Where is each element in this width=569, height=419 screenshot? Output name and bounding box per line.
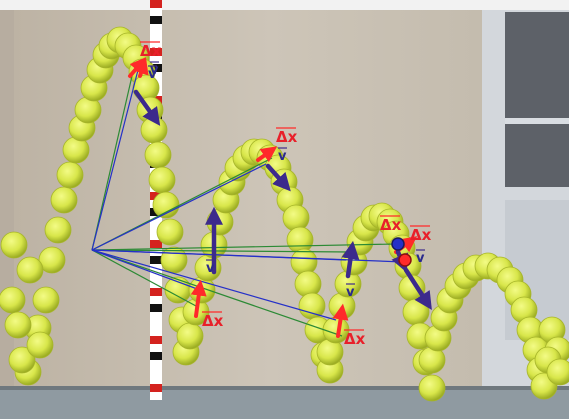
- top-strip: [0, 0, 569, 10]
- ruler-tick: [150, 288, 162, 296]
- marker-ball-blue: [391, 237, 405, 251]
- tennis-ball: [418, 374, 446, 402]
- motion-arrows: [128, 57, 432, 338]
- door-window: [505, 12, 569, 187]
- ruler-tick: [150, 64, 162, 72]
- blue-position-ray: [91, 249, 347, 261]
- ruler-tick: [150, 352, 162, 360]
- tennis-ball: [286, 226, 314, 254]
- velocity-label: v: [416, 251, 425, 266]
- velocity-arrow: [341, 240, 360, 279]
- ruler-tick: [150, 32, 162, 40]
- tennis-ball: [176, 322, 204, 350]
- displacement-label: Δx: [276, 128, 298, 146]
- velocity-label: v: [206, 261, 215, 276]
- velocity-arrow: [265, 163, 291, 192]
- tennis-ball: [152, 191, 180, 219]
- tennis-ball: [56, 161, 84, 189]
- tennis-ball: [16, 256, 44, 284]
- ruler-tick: [150, 320, 162, 328]
- tennis-ball: [298, 292, 326, 320]
- tennis-ball: [26, 331, 54, 359]
- door-window-shelf: [505, 118, 569, 124]
- tennis-ball: [4, 311, 32, 339]
- blue-position-ray: [91, 163, 267, 251]
- tennis-ball: [156, 218, 184, 246]
- displacement-arrow: [190, 279, 207, 318]
- velocity-label: v: [346, 285, 355, 300]
- velocity-label: v: [150, 63, 159, 78]
- ruler-tick: [150, 256, 162, 264]
- ruler-tick: [150, 48, 162, 56]
- tennis-ball: [44, 216, 72, 244]
- ruler-tick: [150, 304, 162, 312]
- tennis-ball: [0, 231, 28, 259]
- tennis-ball: [290, 248, 318, 276]
- blue-position-ray: [91, 69, 139, 251]
- tennis-ball: [0, 286, 26, 314]
- tennis-ball: [50, 186, 78, 214]
- green-position-ray: [91, 249, 197, 307]
- velocity-label: v: [278, 149, 287, 164]
- ruler-tick: [150, 192, 162, 200]
- ruler-tick: [150, 384, 162, 392]
- floor: [0, 388, 569, 419]
- displacement-label: Δx: [140, 42, 162, 60]
- tennis-ball: [148, 166, 176, 194]
- ruler-tick: [150, 368, 162, 376]
- ruler-tick: [150, 16, 162, 24]
- ruler-tick: [150, 0, 162, 8]
- velocity-arrow: [403, 267, 432, 311]
- tennis-ball: [294, 270, 322, 298]
- tennis-ball: [144, 141, 172, 169]
- tennis-ball: [32, 286, 60, 314]
- tennis-ball: [8, 346, 36, 374]
- displacement-arrow: [256, 146, 278, 163]
- displacement-label: Δx: [202, 312, 224, 330]
- ruler-tick: [150, 240, 162, 248]
- displacement-label: Δx: [380, 216, 402, 234]
- floor-edge: [0, 386, 569, 390]
- tennis-ball: [38, 246, 66, 274]
- tennis-ball: [282, 204, 310, 232]
- displacement-arrow: [133, 57, 149, 78]
- blue-position-ray: [91, 249, 201, 291]
- ruler-tick: [150, 336, 162, 344]
- displacement-label: Δx: [410, 226, 432, 244]
- green-position-ray: [91, 249, 343, 337]
- displacement-arrow: [332, 303, 349, 338]
- green-position-ray: [91, 249, 353, 253]
- marker-ball-red: [398, 253, 412, 267]
- tennis-ball: [164, 276, 192, 304]
- displacement-label: Δx: [344, 330, 366, 348]
- velocity-label: v: [148, 67, 157, 82]
- green-position-ray: [91, 75, 133, 251]
- blue-position-ray: [91, 249, 337, 321]
- tennis-ball: [546, 358, 569, 386]
- velocity-arrow: [133, 89, 161, 126]
- ruler-tick: [150, 272, 162, 280]
- ruler-tick: [150, 224, 162, 232]
